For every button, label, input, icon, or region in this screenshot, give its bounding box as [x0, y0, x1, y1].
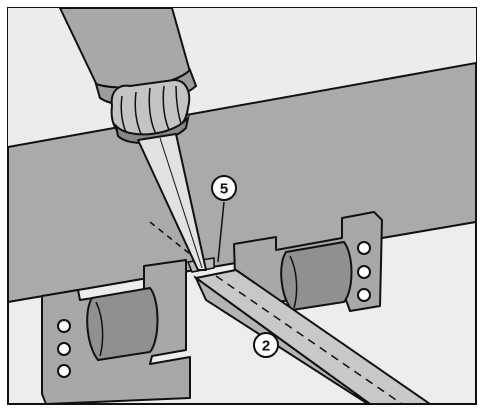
sealant-cartridge	[59, 8, 207, 271]
cap-ridge	[162, 85, 171, 133]
callout-2-circle	[253, 332, 279, 358]
left-hinge-barrel-highlight	[95, 301, 104, 357]
callout-5: 5	[211, 175, 237, 263]
nozzle-shading	[159, 137, 203, 269]
callout-2: 2	[253, 332, 279, 358]
left-hinge-screw-hole	[57, 319, 71, 333]
cap-ridge	[148, 87, 157, 135]
callout-5-leader	[217, 201, 225, 263]
left-hinge	[41, 259, 191, 404]
right-hinge-barrel-highlight	[289, 255, 298, 309]
right-hinge-screw-hole	[357, 265, 371, 279]
right-hinge-screw-hole	[357, 241, 371, 255]
left-hinge-screw-hole	[57, 364, 71, 378]
sealing-strip-side-face	[193, 274, 372, 404]
cartridge-nozzle	[137, 133, 207, 271]
cap-ridge	[134, 91, 143, 137]
right-hinge	[233, 211, 383, 312]
right-hinge-barrel	[280, 240, 353, 312]
left-hinge-barrel	[86, 286, 159, 362]
wall-panel	[8, 61, 476, 304]
callout-5-label: 5	[220, 181, 228, 198]
sealing-strip-centerline	[215, 275, 403, 404]
sealing-strip	[193, 268, 432, 404]
left-hinge-screw-hole	[57, 342, 71, 356]
callout-2-label: 2	[262, 338, 270, 355]
right-hinge-screw-hole	[357, 288, 371, 302]
callout-5-circle	[211, 175, 237, 201]
